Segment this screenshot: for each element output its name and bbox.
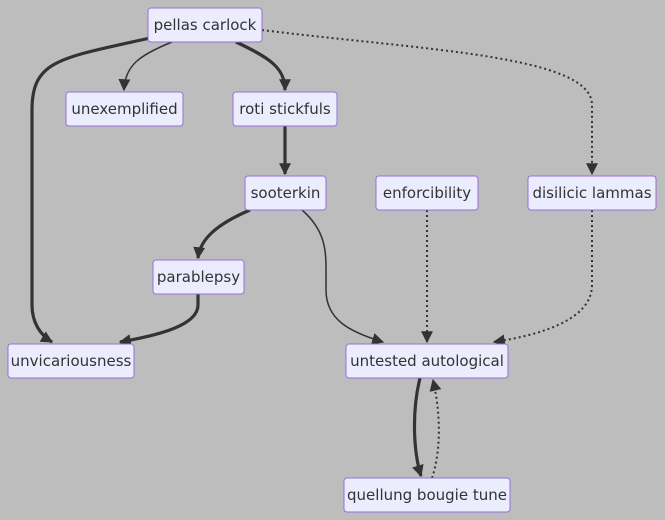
edge-pellas-to-unvicariousness	[30, 36, 151, 344]
node-label: unvicariousness	[11, 352, 132, 370]
edge-disilicic-to-untested	[492, 210, 593, 347]
node-label: roti stickfuls	[239, 100, 331, 118]
node-untested: untested autological	[345, 343, 509, 379]
node-parablepsy: parablepsy	[152, 259, 245, 295]
node-label: enforcibility	[383, 184, 471, 202]
node-box	[343, 477, 511, 513]
node-box	[7, 343, 135, 379]
edge-parablepsy-to-unvicariousness	[118, 294, 200, 347]
node-quellung: quellung bougie tune	[343, 477, 511, 513]
edge-pellas-to-unexemplified	[118, 41, 173, 92]
node-box	[527, 175, 657, 211]
node-disilicic: disilicic lammas	[527, 175, 657, 211]
edge-sooterkin-to-untested	[301, 209, 385, 345]
node-box	[65, 91, 184, 127]
edge-quellung-to-untested	[429, 378, 442, 479]
node-enforcibility: enforcibility	[375, 175, 479, 211]
node-sooterkin: sooterkin	[244, 175, 327, 211]
node-box	[345, 343, 509, 379]
node-label: sooterkin	[251, 184, 321, 202]
node-label: untested autological	[350, 352, 504, 370]
node-box	[244, 175, 327, 211]
edge-sooterkin-to-parablepsy	[193, 208, 251, 260]
node-box	[147, 7, 263, 43]
edge-pellas-to-disilicic	[261, 29, 598, 176]
node-label: parablepsy	[157, 268, 240, 286]
node-label: pellas carlock	[154, 16, 257, 34]
node-label: unexemplified	[71, 100, 177, 118]
node-unvicariousness: unvicariousness	[7, 343, 135, 379]
node-box	[232, 91, 338, 127]
node-box	[375, 175, 479, 211]
edge-pellas-to-roti	[235, 40, 291, 92]
node-unexemplified: unexemplified	[65, 91, 184, 127]
edge-untested-to-quellung	[412, 377, 424, 478]
node-pellas: pellas carlock	[147, 7, 263, 43]
node-label: quellung bougie tune	[347, 486, 507, 504]
node-roti: roti stickfuls	[232, 91, 338, 127]
node-label: disilicic lammas	[532, 184, 651, 202]
node-box	[152, 259, 245, 295]
